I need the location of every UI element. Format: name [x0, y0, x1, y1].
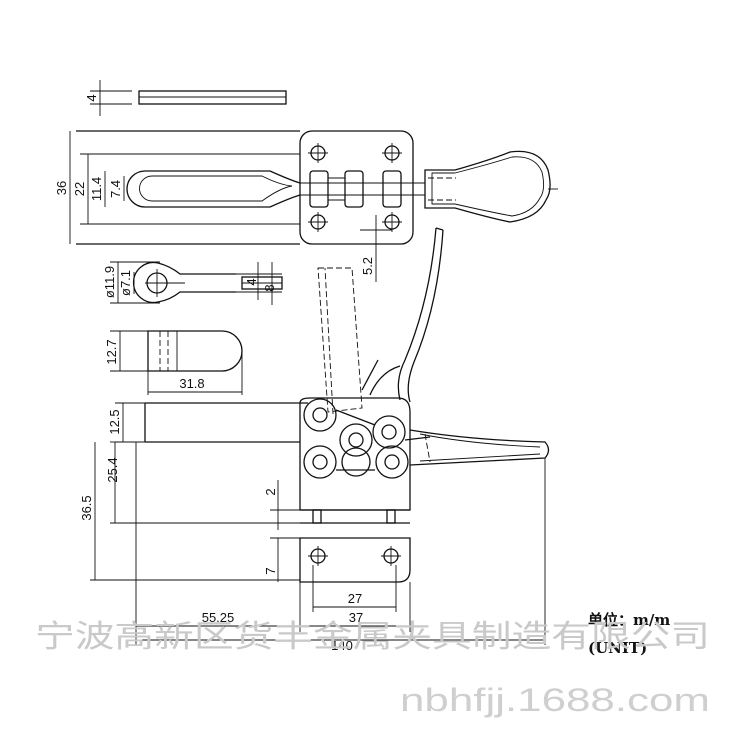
side-view: 12.5 25.4 36.5	[79, 227, 550, 653]
dim-140: 140	[331, 638, 353, 653]
dim-27: 27	[348, 591, 362, 606]
dim-36-5: 36.5	[79, 495, 94, 520]
watermark-site: nbhfjj.1688.com	[400, 682, 710, 718]
dim-55-25: 55.25	[202, 610, 235, 625]
dim-2: 2	[263, 488, 278, 495]
dim-dia-11-9: ø11.9	[102, 266, 117, 298]
dim-12-7: 12.7	[104, 339, 119, 364]
dim-11-4: 11.4	[89, 177, 104, 201]
watermark-company: 宁波高新区货丰金属夹具制造有限公司	[35, 619, 710, 655]
top-view: 36 22 11.4 7.4	[54, 130, 558, 282]
dim-25-4: 25.4	[105, 457, 120, 482]
dim-7: 7	[263, 567, 278, 574]
unit-label-en: (UNIT)	[588, 639, 647, 657]
dim-36: 36	[54, 181, 69, 195]
dim-12-5: 12.5	[107, 409, 122, 434]
dim-7-4: 7.4	[108, 180, 123, 198]
unit-label: 单位：m/m	[588, 611, 670, 629]
dim-dia-7-1: ø7.1	[118, 270, 133, 296]
dim-thickness-4: 4	[84, 94, 99, 101]
dim-37: 37	[349, 610, 363, 625]
spindle-detail: ø11.9 ø7.1 4 8	[102, 261, 283, 305]
thickness-view: 4	[84, 80, 287, 116]
dim-spindle-4: 4	[244, 278, 259, 285]
tip-detail: 12.7 31.8	[104, 330, 243, 395]
dim-spindle-8: 8	[262, 284, 277, 291]
dim-5-2: 5.2	[360, 257, 375, 275]
dim-22: 22	[72, 182, 87, 196]
dim-31-8: 31.8	[179, 376, 204, 391]
